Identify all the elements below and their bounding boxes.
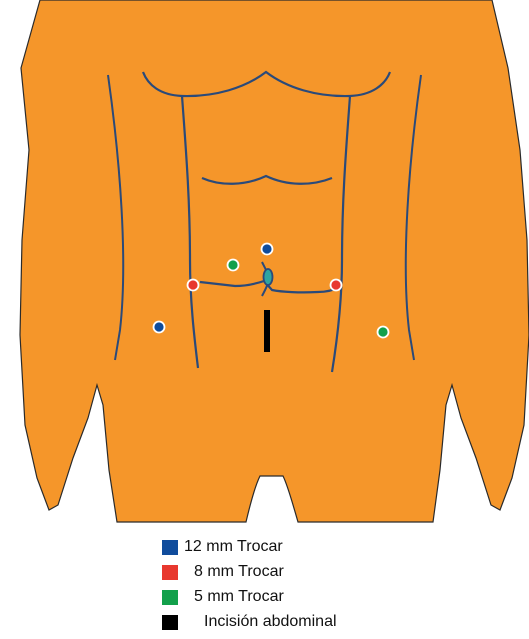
trocar-8mm-marker <box>188 280 199 291</box>
umbilicus <box>264 269 273 285</box>
trocar-8mm-marker <box>331 280 342 291</box>
legend-swatch <box>162 540 178 555</box>
legend-swatch <box>162 590 178 605</box>
trocar-12mm-marker <box>262 244 273 255</box>
legend-label: 12 mm Trocar <box>184 536 283 558</box>
trocar-12mm-marker <box>154 322 165 333</box>
legend-label: Incisión abdominal <box>204 611 337 633</box>
abdominal-incision <box>264 310 270 352</box>
trocar-5mm-marker <box>228 260 239 271</box>
legend-swatch <box>162 615 178 630</box>
torso-diagram <box>0 0 529 530</box>
legend-label: 8 mm Trocar <box>194 561 284 583</box>
trocar-5mm-marker <box>378 327 389 338</box>
legend-label: 5 mm Trocar <box>194 586 284 608</box>
legend-swatch <box>162 565 178 580</box>
